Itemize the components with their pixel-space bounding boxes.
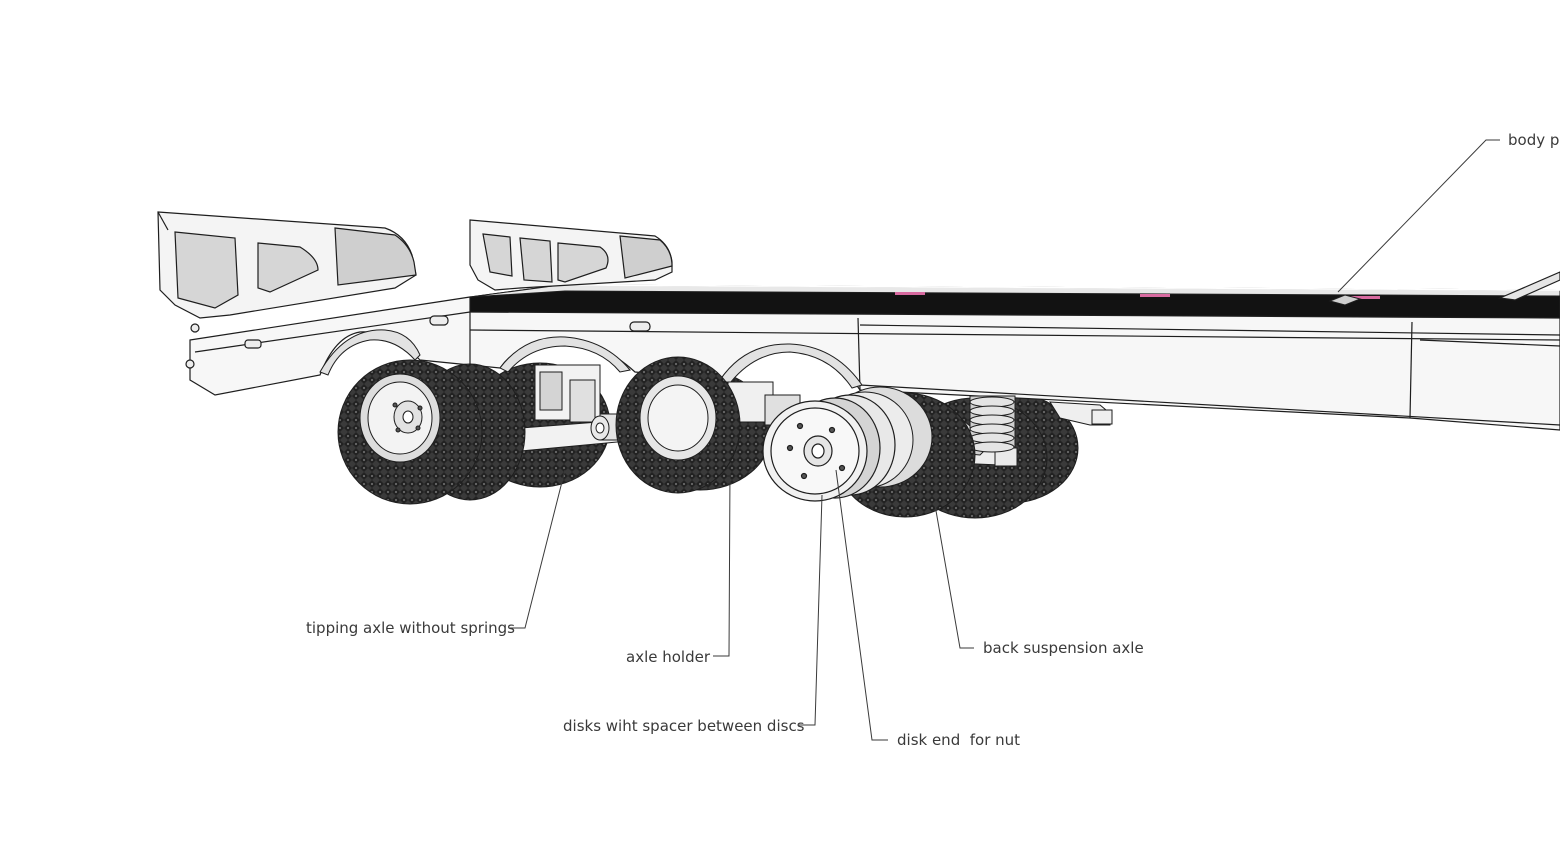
coil-spring — [969, 395, 1016, 453]
label-disks-spacer: disks wiht spacer between discs — [563, 717, 805, 735]
leader-back-suspension — [934, 504, 974, 649]
front-wheel — [337, 359, 526, 505]
label-axle-holder: axle holder — [626, 648, 711, 666]
callout-leaders — [510, 139, 1500, 741]
gooseneck-right — [469, 219, 673, 291]
leader-disk-end — [835, 469, 888, 741]
leader-tipping-axle — [510, 469, 566, 629]
label-body-panel: body pa — [1508, 131, 1560, 149]
leader-disks-spacer — [799, 494, 823, 726]
gooseneck-left — [157, 211, 417, 319]
leader-body-panel — [1337, 139, 1500, 293]
middle-wheel — [615, 356, 741, 494]
wheel-disks — [762, 394, 896, 502]
fenders — [319, 329, 863, 389]
rear-hitch — [1049, 401, 1113, 426]
label-back-suspension: back suspension axle — [983, 639, 1144, 657]
label-disk-end: disk end for nut — [897, 731, 1021, 749]
label-tipping-axle: tipping axle without springs — [306, 619, 515, 637]
leader-axle-holder — [713, 469, 731, 657]
